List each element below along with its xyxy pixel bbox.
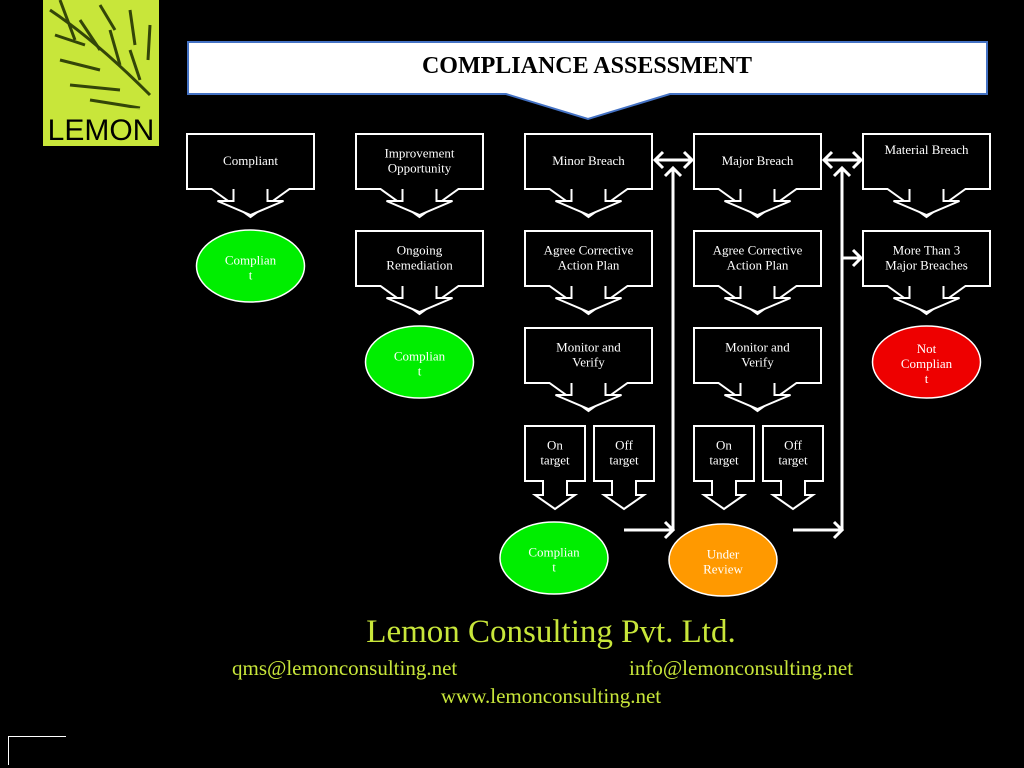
logo-text: LEMON [48, 114, 155, 147]
major-breach-box-label-line-0: Major Breach [722, 153, 794, 168]
more-than-3-box-label-line-0: More Than 3 [893, 243, 961, 258]
major-to-material-head [851, 248, 864, 268]
compliant-outcome-2-label-line-0: Complian [394, 349, 446, 364]
more-than-3-box-label-line-1: Major Breaches [885, 258, 968, 273]
major-on-target-box-label-line-1: target [709, 453, 739, 468]
corner-icon [8, 736, 66, 765]
major-corrective-plan-box-gap [741, 284, 774, 288]
major-on-target-box [693, 425, 755, 511]
major-breach-box-arrow [724, 189, 791, 217]
not-compliant-outcome-label-line-1: Complian [901, 356, 953, 371]
ongoing-remediation-box-label-line-0: Ongoing [397, 243, 443, 258]
not-compliant-outcome-label-line-2: t [925, 371, 929, 386]
minor-off-target-box-label-line-1: target [609, 453, 639, 468]
page-title: COMPLIANCE ASSESSMENT [422, 53, 752, 79]
minor-monitor-box-arrow [555, 383, 622, 411]
compliant-outcome-1-label-line-0: Complian [225, 253, 277, 268]
major-monitor-box-label-line-1: Verify [741, 355, 774, 370]
minor-off-target-box-label-line-0: Off [615, 438, 633, 453]
improvement-header-box-gap [403, 187, 436, 191]
more-than-3-box-gap [910, 284, 943, 288]
minor-on-target-box-label-line-0: On [547, 438, 563, 453]
compliant-outcome-1-label-line-1: t [249, 268, 253, 283]
compliant-outcome-3-label-line-1: t [552, 560, 556, 575]
material-breach-box-label-line-0: Material Breach [884, 142, 969, 157]
material-breach-box-gap [910, 187, 943, 191]
lemon-logo: LEMON [43, 0, 159, 147]
under-review-outcome-label-line-1: Review [703, 562, 743, 577]
minor-breach-box-gap [572, 187, 605, 191]
major-corrective-plan-box-label-line-0: Agree Corrective [713, 243, 803, 258]
major-escalate-head [832, 165, 852, 178]
minor-corrective-plan-box-arrow [555, 286, 622, 314]
major-on-target-box-label-line-0: On [716, 438, 732, 453]
major-monitor-box-arrow [724, 383, 791, 411]
email-info[interactable]: info@lemonconsulting.net [629, 656, 854, 680]
ongoing-remediation-box-gap [403, 284, 436, 288]
compliant-header-box-label-line-0: Compliant [223, 153, 278, 168]
major-corrective-plan-box-label-line-1: Action Plan [727, 258, 789, 273]
flow-chart: CompliantCompliantImprovementOpportunity… [186, 133, 991, 597]
website-link[interactable]: www.lemonconsulting.net [440, 684, 662, 708]
minor-escalate-head [663, 165, 683, 178]
improvement-header-box-label-line-0: Improvement [384, 146, 454, 161]
major-monitor-box-label-line-0: Monitor and [725, 340, 790, 355]
minor-off-target-box [593, 425, 655, 511]
ongoing-remediation-box-arrow [386, 286, 453, 314]
minor-breach-box-label-line-0: Minor Breach [552, 153, 625, 168]
not-compliant-outcome-label-line-0: Not [917, 341, 937, 356]
major-material-head-left [821, 150, 834, 170]
minor-monitor-box-gap [572, 381, 605, 385]
minor-breach-box-arrow [555, 189, 622, 217]
major-monitor-box-gap [741, 381, 774, 385]
more-than-3-box-arrow [893, 286, 960, 314]
compliant-outcome-2-label-line-1: t [418, 364, 422, 379]
major-off-target-box-label-line-0: Off [784, 438, 802, 453]
compliant-outcome-3 [499, 521, 609, 595]
not-compliant-outcome [871, 325, 982, 399]
compliant-header-box-gap [234, 187, 267, 191]
major-corrective-plan-box-arrow [724, 286, 791, 314]
minor-monitor-box-label-line-1: Verify [572, 355, 605, 370]
compliant-outcome-2 [364, 325, 475, 399]
major-off-target-box [762, 425, 824, 511]
minor-corrective-plan-box-label-line-1: Action Plan [558, 258, 620, 273]
major-material-head-right [851, 150, 864, 170]
compliant-outcome-3-label-line-0: Complian [528, 545, 580, 560]
minor-major-head-left [652, 150, 665, 170]
minor-major-head-right [682, 150, 695, 170]
compliant-outcome-1 [195, 229, 306, 303]
minor-corrective-plan-box-gap [572, 284, 605, 288]
minor-on-target-box [524, 425, 586, 511]
minor-monitor-box-label-line-0: Monitor and [556, 340, 621, 355]
under-review-outcome [668, 523, 778, 597]
under-review-outcome-label-line-0: Under [707, 547, 740, 562]
ongoing-remediation-box-label-line-1: Remediation [386, 258, 453, 273]
improvement-header-box-arrow [386, 189, 453, 217]
title-banner: COMPLIANCE ASSESSMENT [187, 41, 988, 121]
compliant-header-box-arrow [217, 189, 284, 217]
company-name: Lemon Consulting Pvt. Ltd. [366, 614, 736, 650]
major-off-target-box-label-line-1: target [778, 453, 808, 468]
minor-on-target-box-label-line-1: target [540, 453, 570, 468]
material-breach-box-arrow [893, 189, 960, 217]
minor-corrective-plan-box-label-line-0: Agree Corrective [544, 243, 634, 258]
improvement-header-box-label-line-1: Opportunity [388, 161, 452, 176]
major-breach-box-gap [741, 187, 774, 191]
email-qms[interactable]: qms@lemonconsulting.net [232, 656, 458, 680]
